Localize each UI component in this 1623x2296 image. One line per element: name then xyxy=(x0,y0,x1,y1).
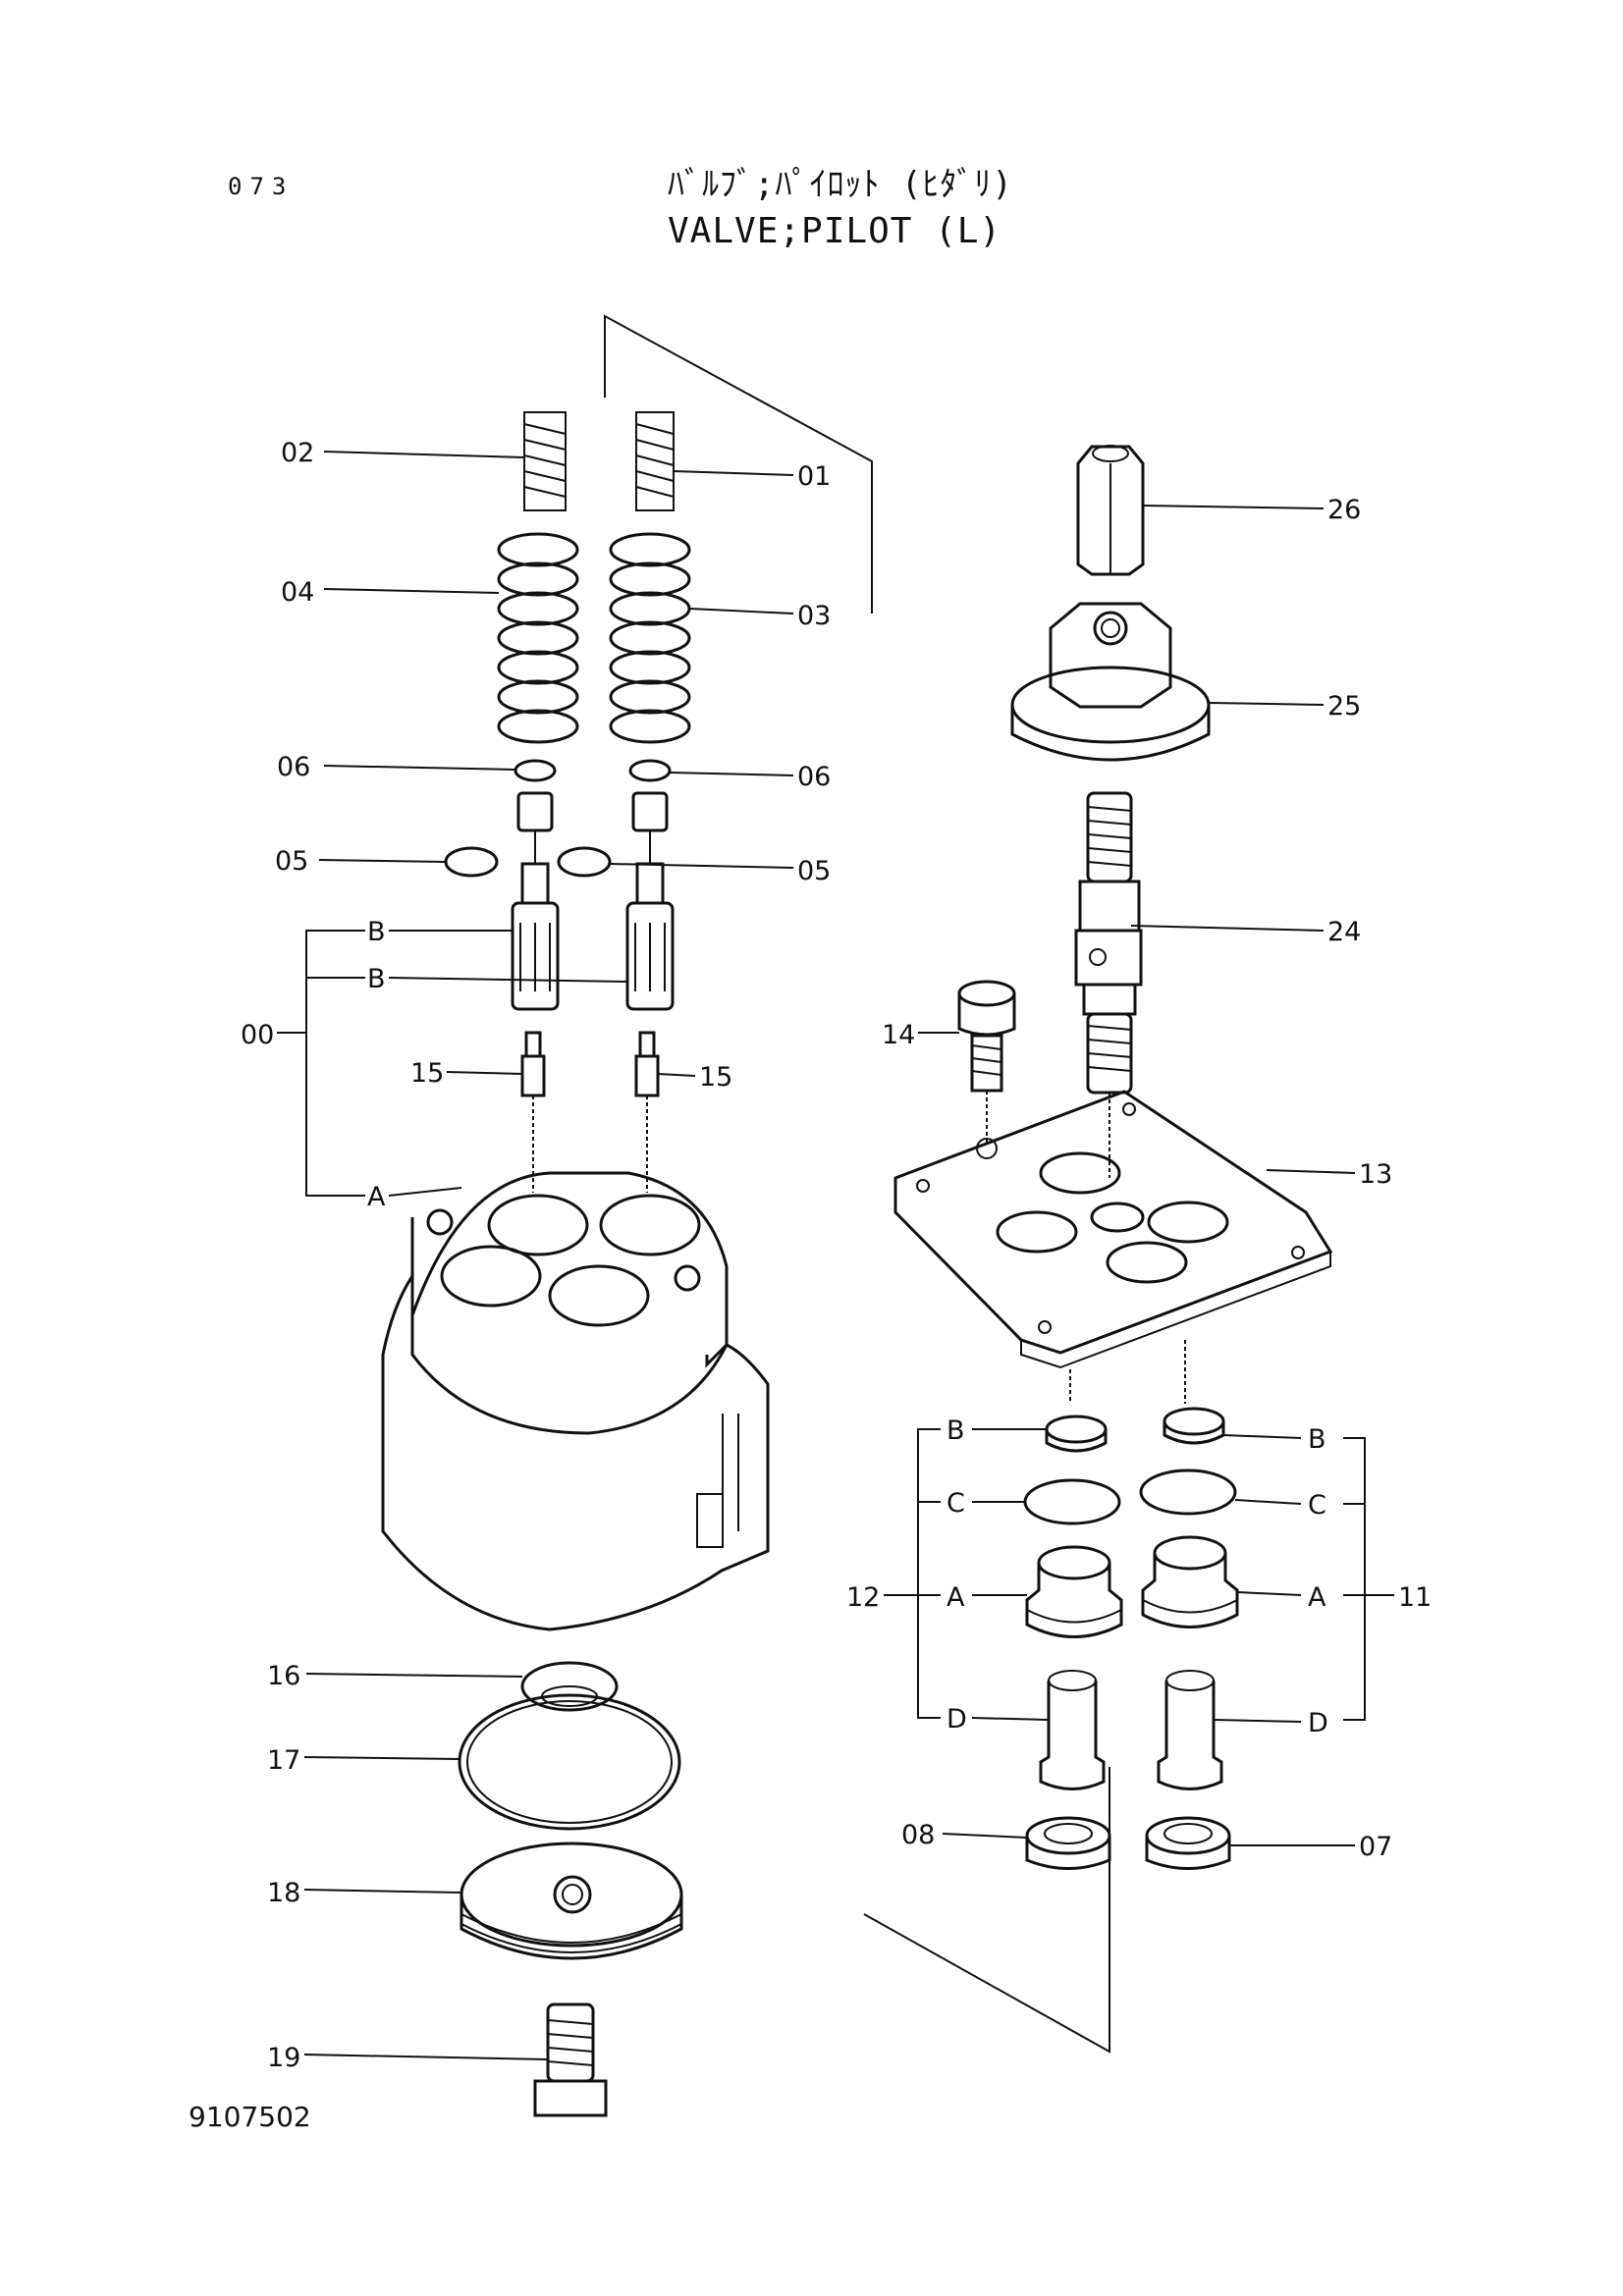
label-25: 25 xyxy=(1327,691,1361,721)
label-00: 00 xyxy=(241,1020,274,1050)
callout-labels: 02 01 04 03 06 06 05 05 B B 00 15 15 A 1… xyxy=(241,438,1432,2073)
part-01-small-spring xyxy=(635,411,675,511)
label-11-B: B xyxy=(1308,1424,1326,1455)
drawing-number: 9107502 xyxy=(189,2101,311,2133)
label-05-left: 05 xyxy=(275,846,308,877)
label-12-C: C xyxy=(947,1488,965,1519)
part-11-D-plunger xyxy=(1157,1670,1223,1790)
label-06-right: 06 xyxy=(797,762,831,792)
label-11: 11 xyxy=(1398,1582,1432,1613)
label-19: 19 xyxy=(267,2043,300,2073)
part-15-pin-left xyxy=(520,1031,546,1193)
part-13-top-plate xyxy=(893,1090,1333,1404)
valve-body-casing xyxy=(381,1171,770,1631)
label-24: 24 xyxy=(1327,917,1361,947)
page-number: 073 xyxy=(228,173,295,200)
part-17-large-o-ring xyxy=(458,1693,681,1831)
label-16: 16 xyxy=(267,1661,300,1691)
label-15-left: 15 xyxy=(410,1058,444,1089)
part-25-flange-nut xyxy=(1010,602,1211,762)
label-12-D: D xyxy=(947,1704,967,1735)
part-05-clip-left xyxy=(444,846,499,878)
label-07: 07 xyxy=(1359,1832,1392,1862)
part-18-cap-disk xyxy=(460,1842,683,1960)
label-02: 02 xyxy=(281,438,314,468)
part-16-small-o-ring xyxy=(520,1661,619,1712)
part-06-washer-right xyxy=(628,759,672,782)
part-02-small-spring xyxy=(523,411,567,511)
part-15-pin-right xyxy=(634,1031,660,1193)
leader-lines xyxy=(277,451,1394,2060)
part-12-B-bushing xyxy=(1045,1415,1108,1453)
part-26-hex-coupling xyxy=(1076,445,1145,576)
label-18: 18 xyxy=(267,1878,300,1908)
part-19-bolt xyxy=(533,2002,608,2117)
title-japanese: ﾊﾞﾙﾌﾞ;ﾊﾟｲﾛｯﾄ (ﾋﾀﾞﾘ) xyxy=(668,165,1013,204)
part-06-washer-left xyxy=(514,759,557,782)
bottom-group-bracket xyxy=(863,1767,1110,2054)
label-B-left-2: B xyxy=(367,964,386,994)
label-01: 01 xyxy=(797,461,831,492)
part-05-clip-right xyxy=(557,846,612,878)
label-17: 17 xyxy=(267,1745,300,1776)
label-15-right: 15 xyxy=(699,1062,732,1093)
label-26: 26 xyxy=(1327,495,1361,525)
part-14-socket-bolt xyxy=(957,980,1016,1144)
label-12-B: B xyxy=(947,1415,965,1446)
label-12: 12 xyxy=(846,1582,880,1613)
label-03: 03 xyxy=(797,601,831,631)
label-14: 14 xyxy=(882,1020,915,1050)
label-08: 08 xyxy=(901,1820,935,1850)
top-group-bracket xyxy=(604,314,873,614)
part-12-C-o-ring xyxy=(1023,1478,1121,1525)
part-03-large-spring xyxy=(609,532,691,744)
part-11-A-sleeve xyxy=(1141,1535,1239,1629)
pusher-spool-right xyxy=(625,791,675,1011)
label-11-A: A xyxy=(1308,1582,1326,1613)
part-24-universal-joint xyxy=(1074,791,1143,1178)
part-08-nut xyxy=(1025,1816,1111,1870)
label-11-C: C xyxy=(1308,1490,1326,1521)
label-04: 04 xyxy=(281,577,314,608)
label-13: 13 xyxy=(1359,1159,1392,1190)
pusher-spool-left xyxy=(511,791,560,1011)
part-12-D-plunger xyxy=(1039,1670,1106,1790)
title-english: VALVE;PILOT (L) xyxy=(668,211,1002,251)
part-07-nut xyxy=(1145,1816,1231,1870)
label-B-left-1: B xyxy=(367,917,386,947)
part-04-large-spring xyxy=(497,532,579,744)
part-11-C-o-ring xyxy=(1139,1468,1237,1516)
label-05-right: 05 xyxy=(797,856,831,886)
label-11-D: D xyxy=(1308,1708,1328,1738)
label-06-left: 06 xyxy=(277,752,310,782)
part-11-B-bushing xyxy=(1163,1407,1225,1445)
label-12-A: A xyxy=(947,1582,965,1613)
part-12-A-sleeve xyxy=(1025,1545,1123,1638)
label-A-body: A xyxy=(367,1182,386,1212)
